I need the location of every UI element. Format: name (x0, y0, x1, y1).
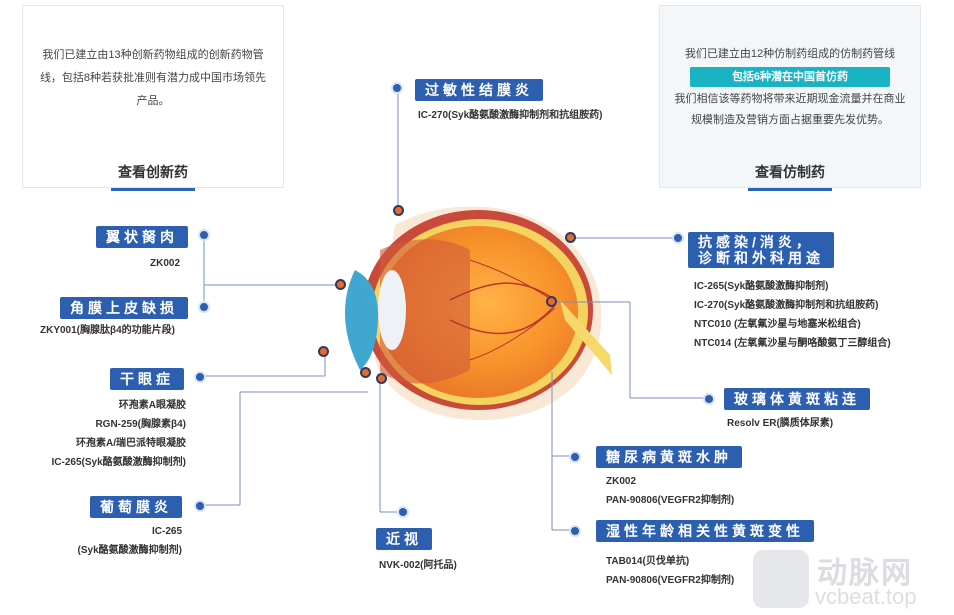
drug-item: IC-270(Syk酪氨酸激酶抑制剂和抗组胺药) (694, 300, 879, 311)
drug-item: PAN-90806(VEGFR2抑制剂) (606, 575, 735, 586)
watermark-cn: 动脉网 (817, 557, 913, 590)
desc-pterygium: ZK002 (150, 254, 180, 273)
eyeball-illustration (344, 206, 612, 420)
desc-vitreomacular: Resolv ER(膦质体尿素) (727, 414, 833, 433)
generic-card-text-bottom: 我们相信该等药物将带来近期现金流量并在商业规模制造及营销方面占据重要先发优势。 (674, 93, 906, 126)
label-amd[interactable]: 湿性年龄相关性黄斑变性 (596, 520, 814, 542)
drug-item: NTC014 (左氧氟沙星与酮咯酸氨丁三醇组合) (694, 338, 891, 349)
desc-amd: TAB014(贝伐单抗) PAN-90806(VEGFR2抑制剂) (606, 552, 734, 590)
drug-item: PAN-90806(VEGFR2抑制剂) (606, 495, 735, 506)
connector-dot (672, 232, 684, 244)
eye-point-uveitis[interactable] (360, 367, 371, 378)
connector-dot (194, 371, 206, 383)
generic-card-text-top: 我们已建立由12种仿制药组成的仿制药管线 (684, 48, 896, 60)
generic-card-text: 我们已建立由12种仿制药组成的仿制药管线 包括6种潜在中国首仿药 我们相信该等药… (674, 44, 906, 131)
watermark: 动脉网 vcbeat.top (753, 548, 943, 610)
drug-item: ZKY001(胸腺肽β4的功能片段) (40, 325, 176, 336)
connector-dot (194, 500, 206, 512)
view-generic-drugs-link[interactable]: 查看仿制药 (755, 164, 825, 180)
view-innovative-drugs-link[interactable]: 查看创新药 (118, 164, 188, 180)
drug-item: IC-265(Syk酪氨酸激酶抑制剂) (51, 457, 186, 468)
generic-card-highlight: 包括6种潜在中国首仿药 (690, 67, 890, 87)
connector-dot (569, 451, 581, 463)
connector-dot (703, 393, 715, 405)
drug-item: RGN-259(胸腺素β4) (95, 419, 186, 430)
eye-point-dry-eye[interactable] (318, 346, 329, 357)
drug-item: ZK002 (606, 476, 637, 487)
eye-point-allergic[interactable] (393, 205, 404, 216)
label-allergic-conjunctivitis[interactable]: 过敏性结膜炎 (415, 79, 543, 101)
desc-infection: IC-265(Syk酪氨酸激酶抑制剂) IC-270(Syk酪氨酸激酶抑制剂和抗… (694, 277, 891, 353)
drug-item: Resolv ER(膦质体尿素) (727, 418, 834, 429)
eye-point-cornea[interactable] (335, 279, 346, 290)
drug-item: (Syk酪氨酸激酶抑制剂) (77, 545, 182, 556)
label-dry-eye[interactable]: 干眼症 (110, 368, 184, 390)
desc-corneal-defect: ZKY001(胸腺肽β4的功能片段) (40, 321, 175, 340)
drug-item: 环孢素A眼凝胶 (118, 400, 186, 411)
innovative-card-text: 我们已建立由13种创新药物组成的创新药物管线，包括8种若获批准则有潜力成中国市场… (39, 49, 267, 107)
label-infection[interactable]: 抗感染/消炎， 诊断和外科用途 (688, 232, 834, 268)
drug-item: TAB014(贝伐单抗) (606, 556, 690, 567)
connector-dot (391, 82, 403, 94)
label-vitreomacular[interactable]: 玻璃体黄斑粘连 (724, 388, 870, 410)
eye-point-myopia[interactable] (376, 373, 387, 384)
drug-item: ZK002 (150, 258, 181, 269)
label-line: 抗感染/消炎， (698, 234, 814, 250)
label-line: 诊断和外科用途 (698, 250, 824, 266)
eye-point-vitreo[interactable] (546, 296, 557, 307)
desc-diabetic-macular: ZK002 PAN-90806(VEGFR2抑制剂) (606, 472, 734, 510)
innovative-drugs-card: 我们已建立由13种创新药物组成的创新药物管线，包括8种若获批准则有潜力成中国市场… (22, 5, 284, 191)
watermark-en: vcbeat.top (815, 584, 917, 609)
label-uveitis[interactable]: 葡萄膜炎 (90, 496, 182, 518)
drug-item: IC-265(Syk酪氨酸激酶抑制剂) (694, 281, 829, 292)
drug-item: IC-265 (151, 526, 182, 537)
generic-drugs-card: 我们已建立由12种仿制药组成的仿制药管线 包括6种潜在中国首仿药 我们相信该等药… (659, 5, 921, 191)
drug-item: IC-270(Syk酪氨酸激酶抑制剂和抗组胺药) (418, 110, 603, 121)
eye-point-infection[interactable] (565, 232, 576, 243)
connector-dot (198, 301, 210, 313)
connector-dot (569, 525, 581, 537)
drug-item: 环孢素A/瑞巴派特眼凝胶 (76, 438, 186, 449)
link-underline (748, 188, 832, 191)
drug-item: NVK-002(阿托品) (379, 560, 457, 571)
desc-uveitis: IC-265 (Syk酪氨酸激酶抑制剂) (62, 522, 182, 560)
desc-allergic-conjunctivitis: IC-270(Syk酪氨酸激酶抑制剂和抗组胺药) (418, 106, 602, 125)
link-underline (111, 188, 195, 191)
desc-dry-eye: 环孢素A眼凝胶 RGN-259(胸腺素β4) 环孢素A/瑞巴派特眼凝胶 IC-2… (36, 396, 186, 472)
connector-dot (198, 229, 210, 241)
label-diabetic-macular[interactable]: 糖尿病黄斑水肿 (596, 446, 742, 468)
watermark-logo-icon (753, 550, 809, 608)
label-pterygium[interactable]: 翼状胬肉 (96, 226, 188, 248)
connector-dot (397, 506, 409, 518)
desc-myopia: NVK-002(阿托品) (379, 556, 457, 575)
label-corneal-defect[interactable]: 角膜上皮缺损 (60, 297, 188, 319)
label-myopia[interactable]: 近视 (376, 528, 432, 550)
drug-item: NTC010 (左氧氟沙星与地塞米松组合) (694, 319, 861, 330)
